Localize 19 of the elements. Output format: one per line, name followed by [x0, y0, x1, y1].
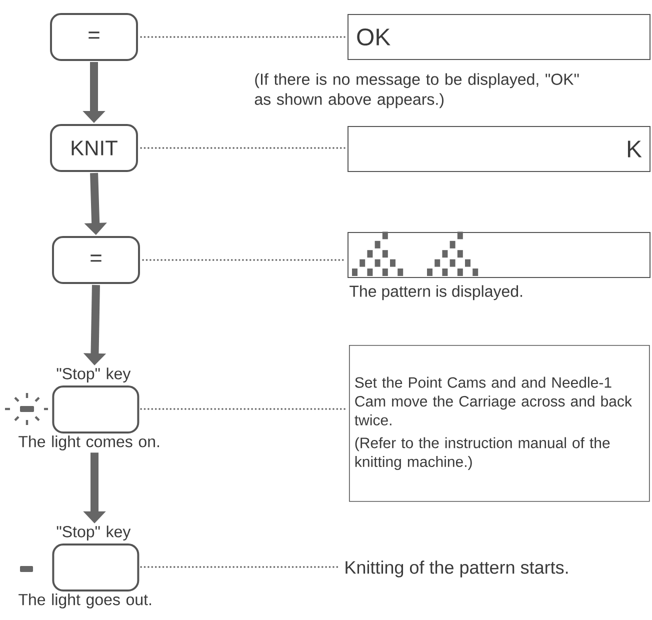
leader-line	[140, 566, 341, 568]
display-box: OK	[348, 14, 650, 60]
instruction-box: Set the Point Cams and and Needle-1 Cam move the Carriage across and back twice. (Refer to the instruction manual of the knitting machine.)	[349, 345, 650, 502]
leader-line	[142, 259, 346, 261]
caption-text: (If there is no message to be displayed, "OK" as shown above appears.)	[254, 73, 579, 108]
leader-line	[140, 36, 346, 38]
key-button: KNIT	[50, 124, 138, 172]
node-label: "Stop" key	[56, 526, 131, 541]
leader-line	[140, 147, 346, 149]
caption-text: The light goes out.	[18, 594, 151, 608]
display-box	[348, 232, 650, 278]
key-button: =	[52, 236, 140, 284]
caption-text: The pattern is displayed.	[350, 285, 522, 300]
node-label: "Stop" key	[56, 368, 131, 382]
leader-line	[140, 408, 347, 410]
caption-text: The light comes on.	[18, 436, 159, 450]
result-text: Knitting of the pattern starts.	[346, 560, 568, 578]
display-box: K	[348, 126, 650, 172]
key-button: =	[50, 13, 138, 61]
